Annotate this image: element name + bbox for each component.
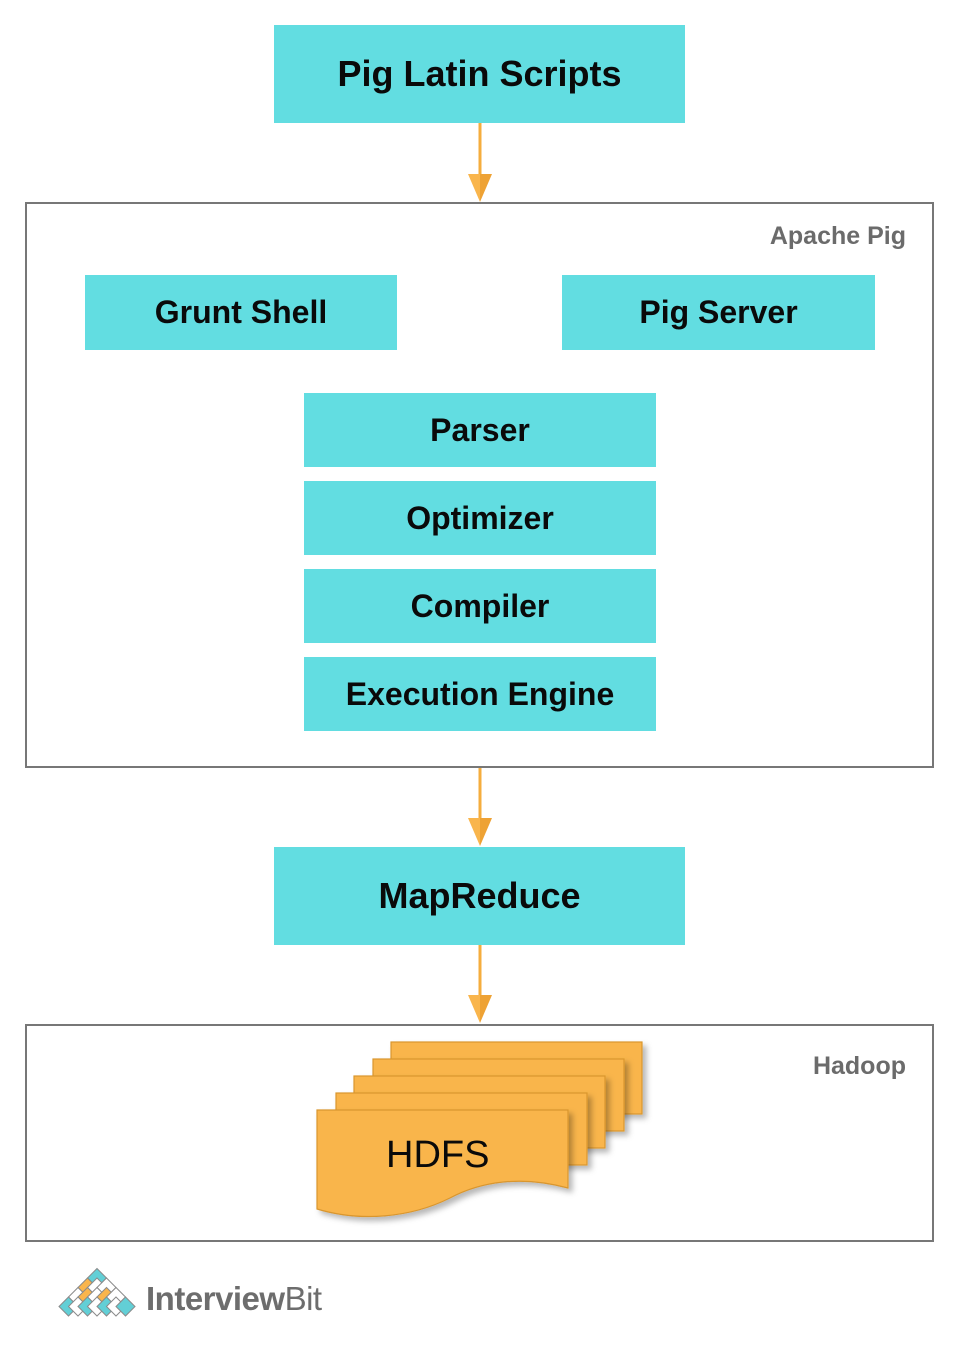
execution-engine-box: Execution Engine bbox=[304, 657, 656, 731]
interviewbit-logo-text: InterviewBit bbox=[146, 1280, 322, 1318]
hadoop-label: Hadoop bbox=[812, 1052, 906, 1080]
mapreduce-label: MapReduce bbox=[378, 875, 581, 916]
pig-latin-scripts-label: Pig Latin Scripts bbox=[337, 53, 622, 94]
compiler-label: Compiler bbox=[410, 587, 550, 624]
parser-box: Parser bbox=[304, 393, 656, 467]
pig-latin-scripts-box: Pig Latin Scripts bbox=[274, 25, 685, 123]
optimizer-box: Optimizer bbox=[304, 481, 656, 555]
compiler-box: Compiler bbox=[304, 569, 656, 643]
parser-label: Parser bbox=[430, 411, 530, 448]
arrow-down-icon bbox=[468, 123, 492, 202]
interviewbit-logo-icon bbox=[58, 1267, 136, 1317]
apache-pig-label: Apache Pig bbox=[769, 222, 906, 250]
execution-engine-label: Execution Engine bbox=[345, 675, 615, 712]
pig-server-box: Pig Server bbox=[562, 275, 875, 350]
logo-diamond bbox=[115, 1296, 136, 1317]
hdfs-document-stack-icon bbox=[316, 1041, 643, 1218]
arrow-down-icon bbox=[468, 768, 492, 846]
grunt-shell-box: Grunt Shell bbox=[85, 275, 397, 350]
optimizer-label: Optimizer bbox=[406, 499, 554, 536]
mapreduce-box: MapReduce bbox=[274, 847, 685, 945]
pig-server-label: Pig Server bbox=[639, 294, 798, 330]
logo-text-bold: Interview bbox=[146, 1280, 285, 1317]
hdfs-label: HDFS bbox=[386, 1134, 490, 1176]
arrow-down-icon bbox=[468, 945, 492, 1023]
logo-text-light: Bit bbox=[284, 1280, 323, 1317]
grunt-shell-label: Grunt Shell bbox=[154, 294, 328, 330]
